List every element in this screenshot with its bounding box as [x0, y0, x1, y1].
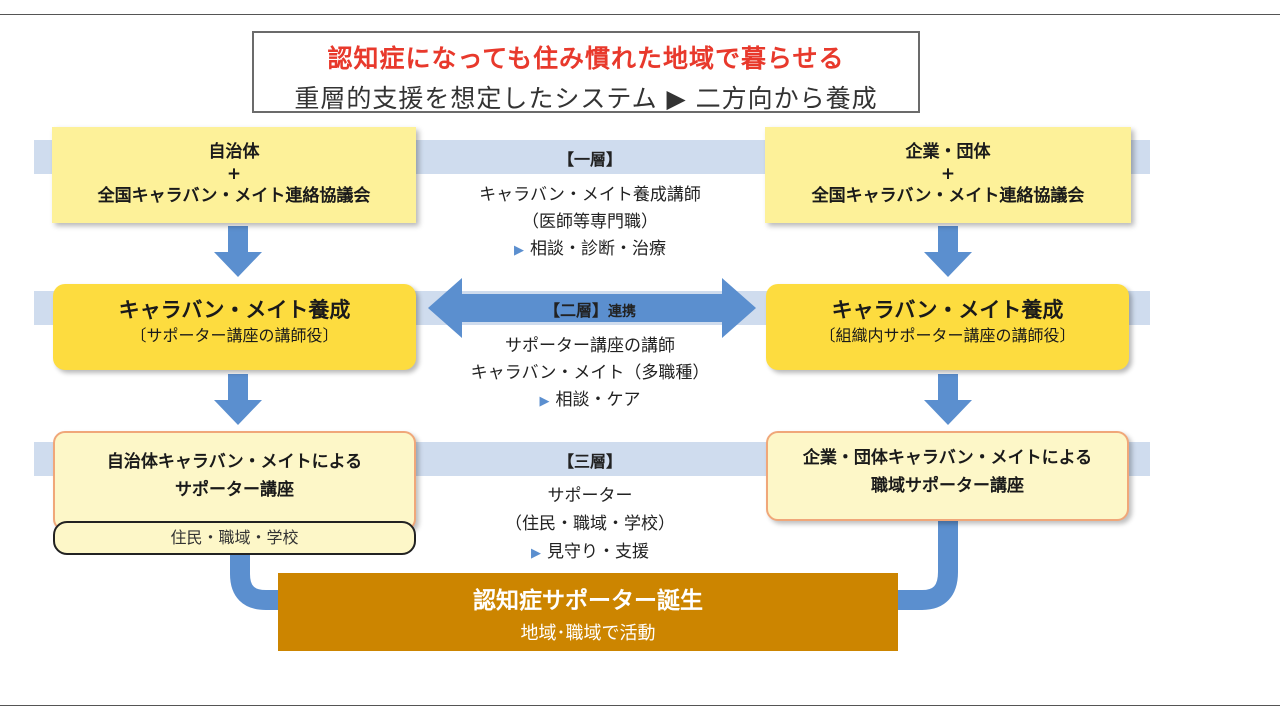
right-top-line3: 全国キャラバン・メイト連絡協議会 — [811, 186, 1085, 206]
result-sub: 地域･職域で活動 — [520, 623, 656, 644]
layer2-line2: キャラバン・メイト（多職種） — [470, 363, 710, 383]
right-low-line2: 職域サポーター講座 — [871, 476, 1024, 496]
layer2-line1: サポーター講座の講師 — [505, 336, 675, 356]
left-pill: 住民・職域・学校 — [53, 521, 416, 555]
right-mid-box: キャラバン・メイト養成 〔組織内サポーター講座の講師役〕 — [766, 284, 1129, 370]
layer1-line1: キャラバン・メイト養成講師 — [479, 185, 701, 205]
left-bent-arrow-body — [230, 555, 306, 610]
layer2-text: 【二層】連携 サポーター講座の講師 キャラバン・メイト（多職種） ▶ 相談・ケア — [430, 297, 750, 415]
right-down-arrow-2 — [924, 374, 972, 425]
left-mid-title: キャラバン・メイト養成 — [118, 298, 351, 322]
title-line1: 認知症になっても住み慣れた地域で暮らせる — [327, 44, 845, 73]
left-top-box: 自治体 + 全国キャラバン・メイト連絡協議会 — [52, 127, 416, 223]
result-title: 認知症サポーター誕生 — [473, 588, 703, 614]
layer3-action-row: ▶ 見守り・支援 — [430, 538, 750, 568]
layer2-label-row: 【二層】連携 — [430, 297, 750, 321]
right-top-plus: + — [940, 164, 956, 184]
triangle-icon: ▶ — [514, 243, 524, 258]
title-line2: 重層的支援を想定したシステム ▶ 二方向から養成 — [294, 84, 878, 113]
right-down-arrow-1 — [924, 226, 972, 277]
triangle-icon: ▶ — [531, 546, 541, 561]
top-rule — [0, 14, 1280, 15]
layer2-action-row: ▶ 相談・ケア — [430, 387, 750, 415]
left-down-arrow-1 — [214, 226, 262, 277]
right-low-box: 企業・団体キャラバン・メイトによる 職域サポーター講座 — [766, 431, 1129, 521]
left-down-arrow-2 — [214, 374, 262, 425]
left-low-box: 自治体キャラバン・メイトによる サポーター講座 — [53, 431, 416, 531]
left-low-line1: 自治体キャラバン・メイトによる — [106, 452, 363, 472]
layer1-label: 【一層】 — [557, 150, 622, 169]
layer3-action: 見守り・支援 — [547, 542, 649, 562]
right-mid-sub: 〔組織内サポーター講座の講師役〕 — [819, 326, 1076, 345]
layer3-label: 【三層】 — [557, 452, 622, 471]
right-top-line1: 企業・団体 — [905, 142, 991, 162]
title-box: 認知症になっても住み慣れた地域で暮らせる 重層的支援を想定したシステム ▶ 二方… — [252, 31, 920, 113]
layer3-line1: サポーター — [547, 486, 633, 506]
bottom-rule — [0, 705, 1280, 706]
layer2-extra: 連携 — [608, 304, 636, 320]
result-box: 認知症サポーター誕生 地域･職域で活動 — [278, 573, 898, 651]
left-top-line1: 自治体 — [208, 142, 260, 162]
triangle-icon: ▶ — [539, 394, 550, 409]
layer1-text: 【一層】 キャラバン・メイト養成講師 （医師等専門職） ▶ 相談・診断・治療 — [430, 146, 750, 264]
layer1-line2: （医師等専門職） — [522, 212, 658, 232]
right-low-line1: 企業・団体キャラバン・メイトによる — [802, 448, 1093, 468]
double-arrow — [428, 278, 756, 338]
left-low-line2: サポーター講座 — [175, 480, 294, 500]
left-top-plus: + — [226, 164, 242, 184]
right-top-box: 企業・団体 + 全国キャラバン・メイト連絡協議会 — [765, 127, 1131, 223]
left-top-line3: 全国キャラバン・メイト連絡協議会 — [97, 186, 371, 206]
right-mid-title: キャラバン・メイト養成 — [831, 298, 1064, 322]
left-mid-sub: 〔サポーター講座の講師役〕 — [130, 326, 339, 345]
layer3-text: 【三層】 サポーター （住民・職域・学校） ▶ 見守り・支援 — [430, 448, 750, 568]
left-mid-box: キャラバン・メイト養成 〔サポーター講座の講師役〕 — [53, 284, 416, 370]
layer2-label: 【二層】 — [543, 301, 608, 320]
layer1-action: 相談・診断・治療 — [530, 239, 666, 259]
layer2-action: 相談・ケア — [555, 390, 641, 410]
right-bent-arrow-body — [882, 521, 958, 610]
layer3-line2: （住民・職域・学校） — [505, 514, 675, 534]
layer1-action-row: ▶ 相談・診断・治療 — [430, 236, 750, 264]
